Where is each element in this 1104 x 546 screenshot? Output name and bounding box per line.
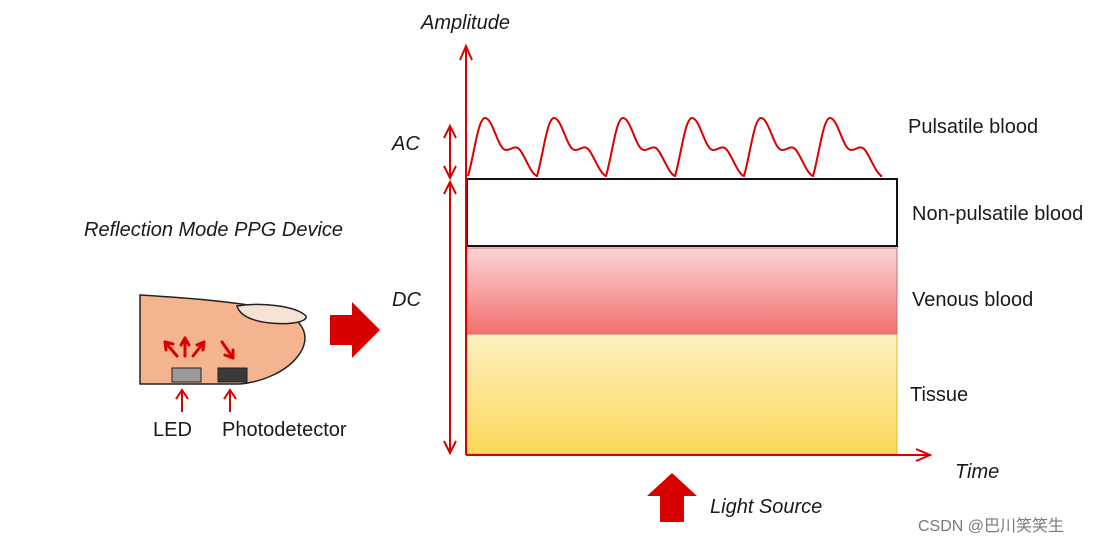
led-emitter xyxy=(171,367,202,383)
y-axis xyxy=(459,43,473,455)
non-pulsatile-blood-layer xyxy=(466,178,898,247)
x-axis xyxy=(466,448,933,462)
pulsatile-waveform xyxy=(467,116,883,178)
dc-range-arrow xyxy=(443,179,457,456)
photodetector-pointer-arrow xyxy=(223,388,237,412)
y-axis-label: Amplitude xyxy=(421,12,510,34)
led-pointer-arrow xyxy=(175,388,189,412)
layer-label-pulsatile: Pulsatile blood xyxy=(908,116,1039,138)
fingernail-shape xyxy=(236,303,307,325)
device-title: Reflection Mode PPG Device xyxy=(84,219,344,241)
tissue-layer xyxy=(466,333,898,455)
light-source-arrow xyxy=(647,473,697,522)
ac-label: AC xyxy=(392,133,420,155)
photodetector-sensor xyxy=(217,367,248,383)
x-axis-label: Time xyxy=(955,461,1000,483)
device-to-diagram-arrow xyxy=(330,302,380,358)
reflected-light-arrow xyxy=(220,340,235,360)
light-source-label: Light Source xyxy=(710,496,823,518)
layer-label-tissue: Tissue xyxy=(910,384,969,406)
photodetector-label: Photodetector xyxy=(222,419,347,441)
venous-blood-layer xyxy=(466,247,898,335)
led-label: LED xyxy=(153,419,192,441)
dc-label: DC xyxy=(392,289,421,311)
watermark: CSDN @巴川笑笑生 xyxy=(918,518,1065,535)
emitted-light-arrows xyxy=(163,336,206,358)
layer-label-venous: Venous blood xyxy=(912,289,1034,311)
ac-range-arrow xyxy=(443,123,457,181)
layer-label-non-pulsatile: Non-pulsatile blood xyxy=(912,203,1084,225)
